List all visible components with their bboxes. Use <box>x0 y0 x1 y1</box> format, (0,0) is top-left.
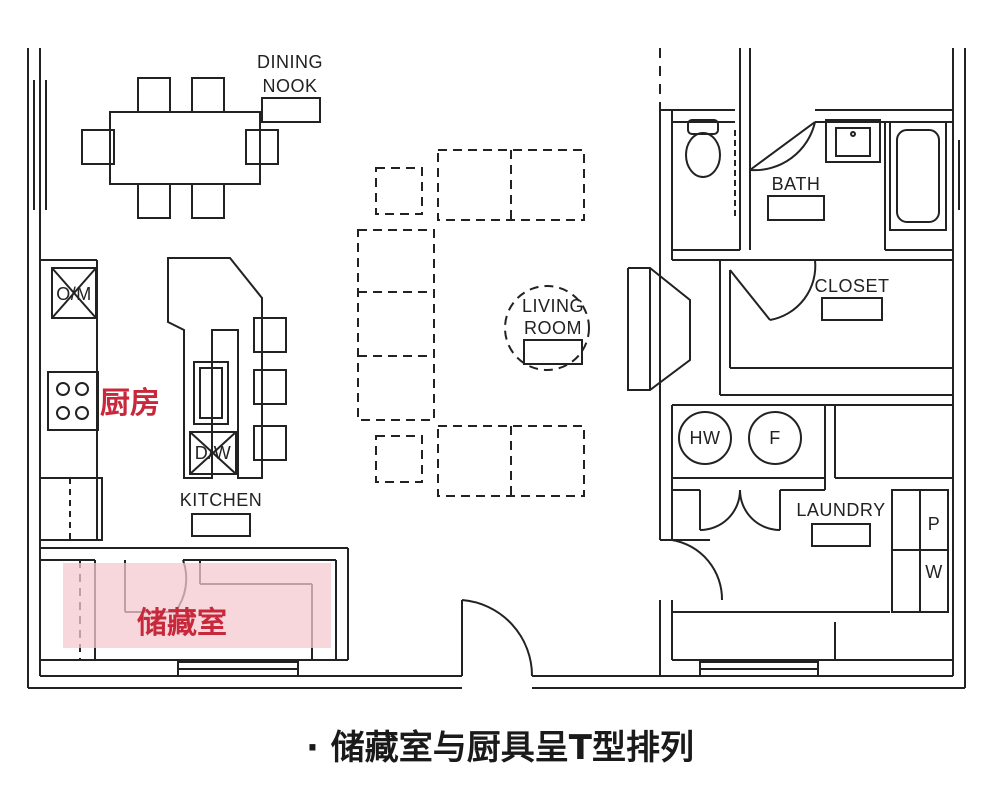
f-label: F <box>769 428 781 448</box>
kitchen-counters <box>39 259 103 541</box>
living-room-label-2: ROOM <box>524 318 582 338</box>
living-room-label-1: LIVING <box>522 296 584 316</box>
fireplace <box>627 267 691 391</box>
label-boxes <box>191 97 883 547</box>
w-label: W <box>925 562 943 582</box>
kitchen-label: KITCHEN <box>180 490 263 510</box>
hw-label: HW <box>690 428 721 448</box>
om-label: O/M <box>56 284 92 304</box>
dining-set <box>81 77 279 219</box>
entry-door <box>461 599 534 677</box>
laundry-equipment <box>678 411 949 613</box>
storage-highlight <box>63 563 331 648</box>
living-furniture <box>357 149 590 497</box>
dining-nook-label-1: DINING <box>257 52 323 72</box>
p-label: P <box>928 514 941 534</box>
bath-fixtures <box>685 119 947 231</box>
closet-label: CLOSET <box>814 276 889 296</box>
dining-nook-label-2: NOOK <box>262 76 317 96</box>
dw-label: D/W <box>195 443 232 463</box>
interior-doors <box>671 121 817 601</box>
exterior-walls <box>27 48 966 689</box>
bath-label: BATH <box>772 174 821 194</box>
kitchen-island <box>167 257 287 479</box>
caption: · 储藏室与厨具呈T型排列 <box>306 728 694 768</box>
storage-cn-label: 储藏室 <box>137 606 227 641</box>
laundry-label: LAUNDRY <box>796 500 885 520</box>
kitchen-cn-label: 厨房 <box>100 386 160 421</box>
